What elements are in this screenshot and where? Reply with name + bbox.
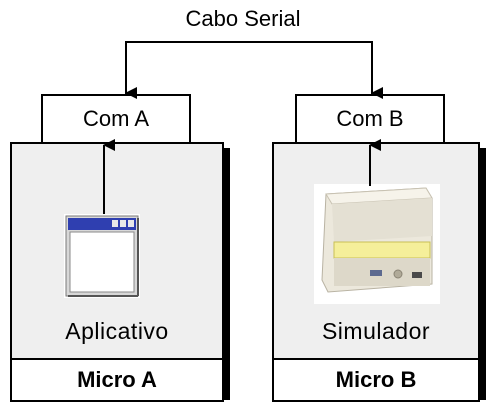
aplicativo-label: Aplicativo — [65, 318, 169, 344]
simulador-label: Simulador — [321, 318, 431, 344]
application-window-icon — [64, 214, 140, 298]
com-b-label: Com B — [336, 106, 404, 131]
printer-icon — [314, 184, 440, 304]
micro-a-panel — [10, 142, 224, 360]
micro-a-label: Micro A — [77, 367, 157, 392]
cable-label: Cabo Serial — [185, 6, 301, 31]
micro-a-footer: Micro A — [10, 358, 224, 402]
serial-cable-line — [125, 41, 373, 94]
micro-b-label: Micro B — [335, 367, 417, 392]
micro-b-footer: Micro B — [272, 358, 480, 402]
com-b-port: Com B — [295, 94, 445, 144]
com-a-label: Com A — [82, 106, 150, 131]
com-a-port: Com A — [41, 94, 191, 144]
